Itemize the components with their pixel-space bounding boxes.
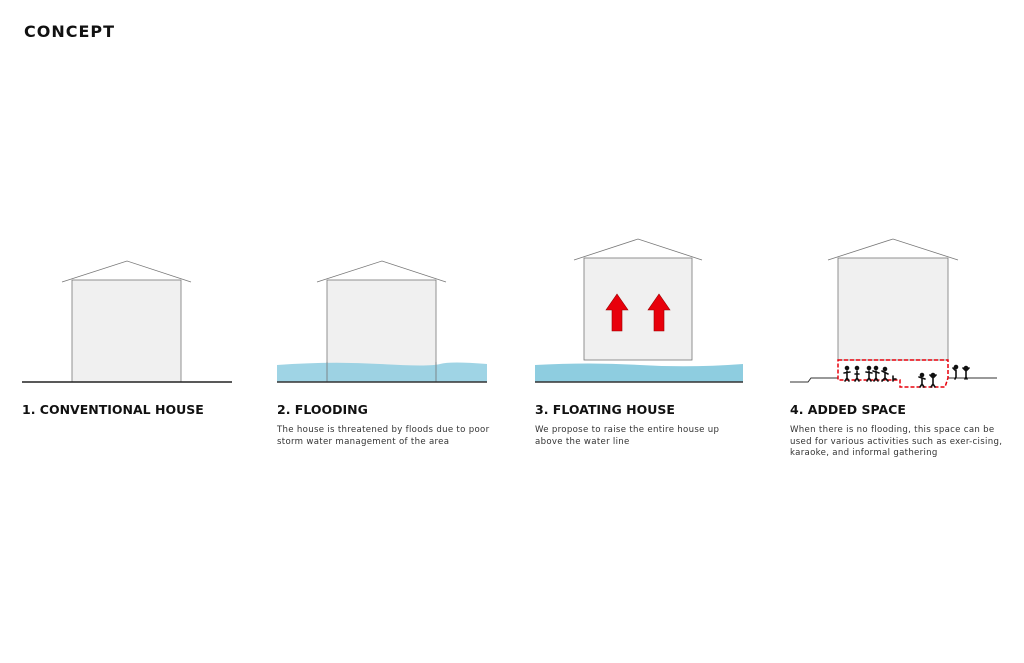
conventional-house-illustration <box>22 260 232 383</box>
panel-2-description: The house is threatened by floods due to… <box>277 425 490 447</box>
page-title: CONCEPT <box>24 22 116 41</box>
panel-2-title: 2. FLOODING <box>277 402 368 417</box>
up-arrow-icon <box>605 293 629 332</box>
panel-3-title: 3. FLOATING HOUSE <box>535 402 675 417</box>
floating-house-illustration <box>535 238 743 383</box>
panel-4-description: When there is no flooding, this space ca… <box>790 425 1003 458</box>
added-space-illustration <box>790 238 997 388</box>
panel-4-title: 4. ADDED SPACE <box>790 402 906 417</box>
people-icons <box>843 364 970 388</box>
panel-1-title: 1. CONVENTIONAL HOUSE <box>22 402 204 417</box>
up-arrow-icon <box>647 293 671 332</box>
panel-3-description: We propose to raise the entire house up … <box>535 425 720 447</box>
flood-water <box>277 362 487 382</box>
flooding-illustration <box>277 260 487 383</box>
